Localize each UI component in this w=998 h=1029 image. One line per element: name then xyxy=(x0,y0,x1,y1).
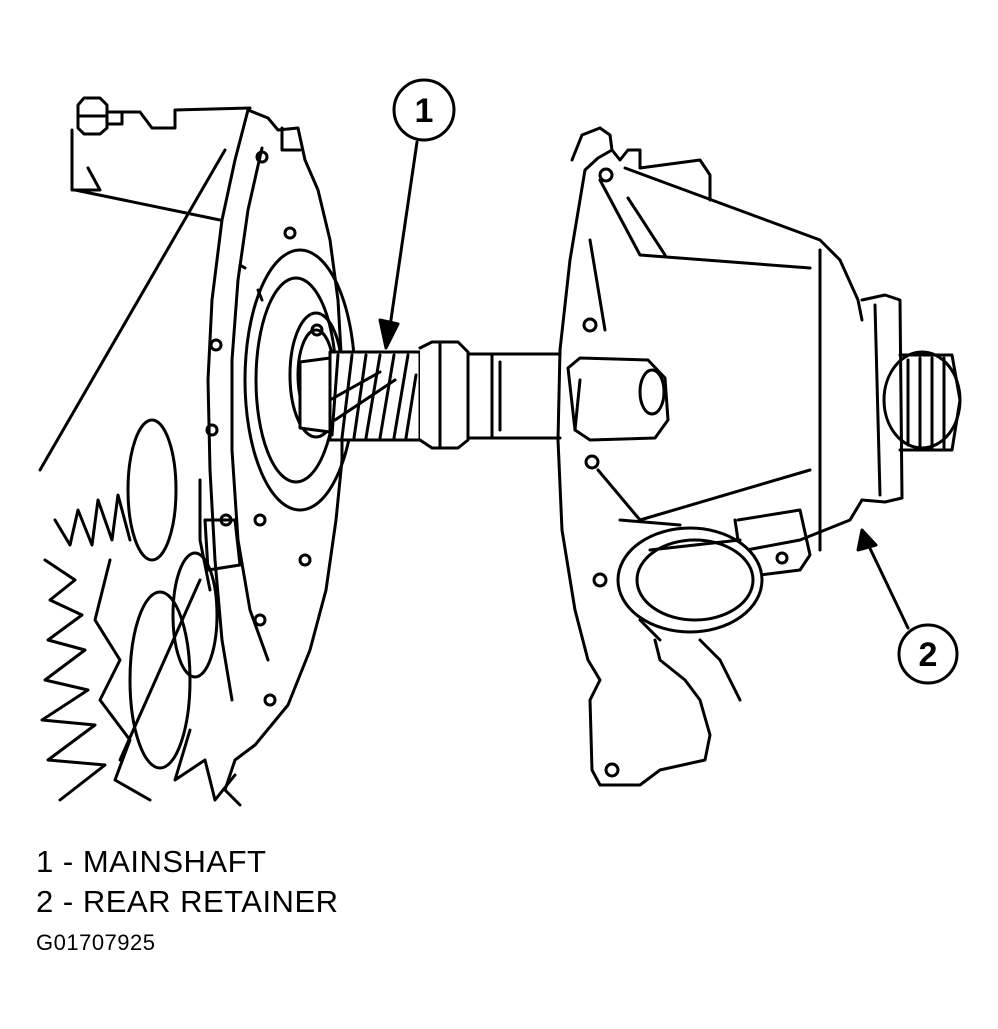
legend-separator: - xyxy=(62,884,74,919)
rear-retainer xyxy=(556,126,962,787)
legend-label: MAINSHAFT xyxy=(82,844,267,879)
legend-item-mainshaft: 1 - MAINSHAFT xyxy=(36,842,339,882)
callout-2-arrowhead xyxy=(856,528,878,552)
callout-2 xyxy=(856,528,959,685)
callout-2-number: 2 xyxy=(919,636,938,674)
figure-id: G01707925 xyxy=(36,930,156,955)
callout-2-circle xyxy=(897,623,959,685)
callout-1-number: 1 xyxy=(415,92,434,130)
mainshaft xyxy=(298,340,562,450)
exploded-view-illustration: 1 2 xyxy=(38,78,962,807)
callout-1-circle xyxy=(392,78,456,142)
callout-1-leader xyxy=(386,140,419,342)
legend-separator: - xyxy=(62,844,74,879)
transmission-case xyxy=(38,96,357,807)
legend-item-rear-retainer: 2 - REAR RETAINER xyxy=(36,882,339,922)
callout-2-leader xyxy=(864,538,910,630)
legend: 1 - MAINSHAFT 2 - REAR RETAINER xyxy=(36,842,339,922)
callout-1-arrowhead xyxy=(378,318,400,350)
callout-1 xyxy=(378,78,456,350)
bolt xyxy=(76,96,124,136)
legend-label: REAR RETAINER xyxy=(82,884,339,919)
legend-number: 1 xyxy=(36,844,54,879)
legend-number: 2 xyxy=(36,884,54,919)
